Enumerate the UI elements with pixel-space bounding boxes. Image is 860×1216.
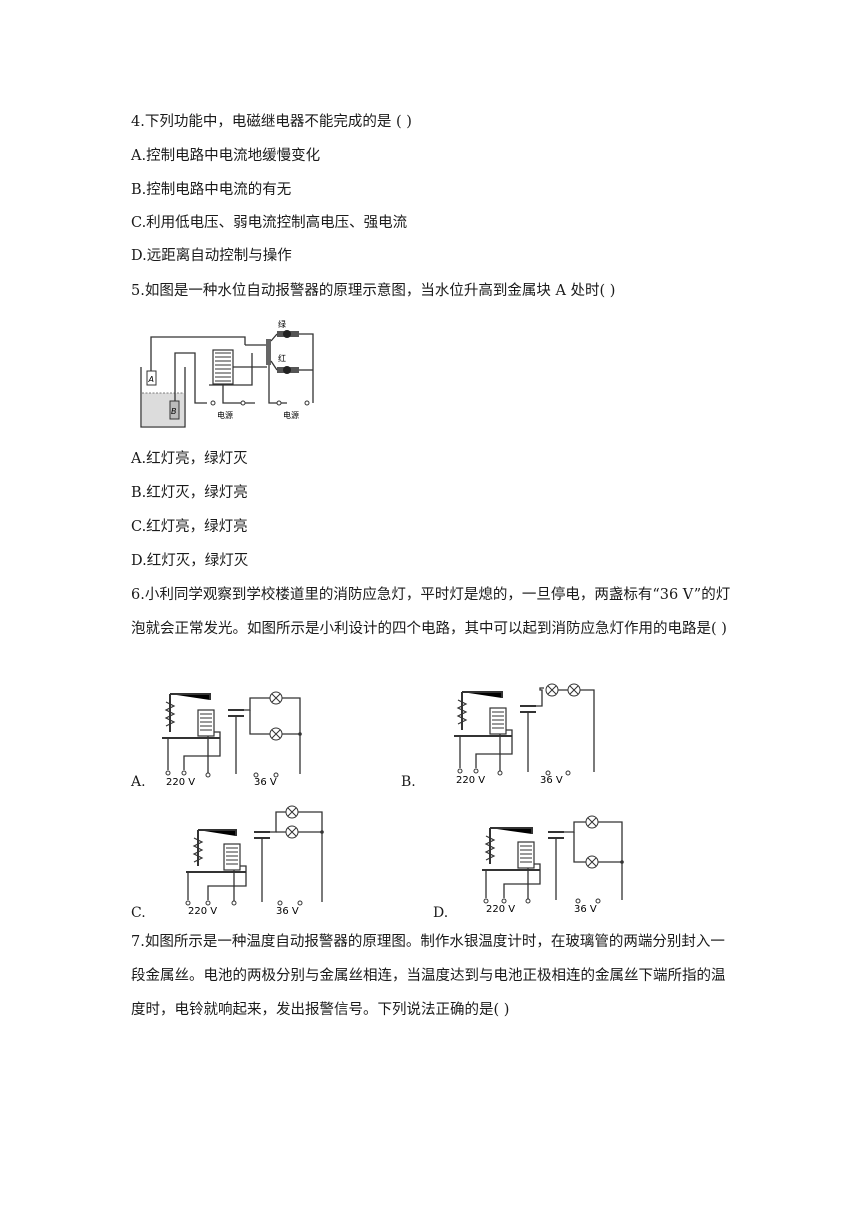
q5-option-c: C.红灯亮，绿灯亮 bbox=[131, 519, 248, 535]
q5-stem: 5.如图是一种水位自动报警器的原理示意图，当水位升高到金属块 A 处时( ) bbox=[131, 283, 616, 299]
circuit-d-voltage-220: 220 V bbox=[486, 904, 515, 915]
circuit-a-voltage-220: 220 V bbox=[166, 777, 195, 788]
source-2-label: 电源 bbox=[283, 410, 299, 420]
circuit-b-figure: 220 V 36 V bbox=[450, 678, 600, 792]
circuit-a-voltage-36: 36 V bbox=[254, 777, 277, 788]
source-1-label: 电源 bbox=[217, 410, 233, 420]
q4-option-b: B.控制电路中电流的有无 bbox=[131, 182, 292, 198]
metal-block-b-label: B bbox=[171, 407, 177, 416]
q5-option-d: D.红灯灭，绿灯灭 bbox=[131, 553, 249, 569]
q4-option-a: A.控制电路中电流地缓慢变化 bbox=[131, 148, 321, 164]
q4-option-c: C.利用低电压、弱电流控制高电压、强电流 bbox=[131, 215, 408, 231]
circuit-c-figure: 220 V 36 V bbox=[180, 802, 330, 921]
water-level-alarm-figure: A B 绿 红 电源 电源 bbox=[137, 315, 337, 434]
q4-stem: 4.下列功能中，电磁继电器不能完成的是 ( ) bbox=[131, 114, 412, 130]
metal-block-a-label: A bbox=[148, 375, 154, 384]
circuit-a-letter: A. bbox=[131, 774, 146, 790]
green-lamp-label: 绿 bbox=[278, 320, 286, 329]
circuit-c-voltage-36: 36 V bbox=[276, 906, 299, 917]
q4-option-d: D.远距离自动控制与操作 bbox=[131, 248, 292, 264]
circuit-b-voltage-220: 220 V bbox=[456, 775, 485, 786]
q7-stem: 7.如图所示是一种温度自动报警器的原理图。制作水银温度计时，在玻璃管的两端分别封… bbox=[131, 934, 726, 1018]
circuit-c-voltage-220: 220 V bbox=[188, 906, 217, 917]
circuit-b-letter: B. bbox=[401, 774, 416, 790]
circuit-a-figure: 220 V 36 V bbox=[158, 680, 308, 794]
circuit-d-letter: D. bbox=[433, 905, 449, 921]
red-lamp-label: 红 bbox=[278, 353, 286, 363]
circuit-d-voltage-36: 36 V bbox=[574, 904, 597, 915]
circuit-c-letter: C. bbox=[131, 905, 146, 921]
q5-option-b: B.红灯灭，绿灯亮 bbox=[131, 485, 248, 501]
q5-option-a: A.红灯亮，绿灯灭 bbox=[131, 451, 248, 467]
circuit-d-figure: 220 V 36 V bbox=[478, 800, 628, 919]
q6-stem: 6.小利同学观察到学校楼道里的消防应急灯，平时灯是熄的，一旦停电，两盏标有“36… bbox=[131, 587, 731, 637]
circuit-b-voltage-36: 36 V bbox=[540, 775, 563, 786]
